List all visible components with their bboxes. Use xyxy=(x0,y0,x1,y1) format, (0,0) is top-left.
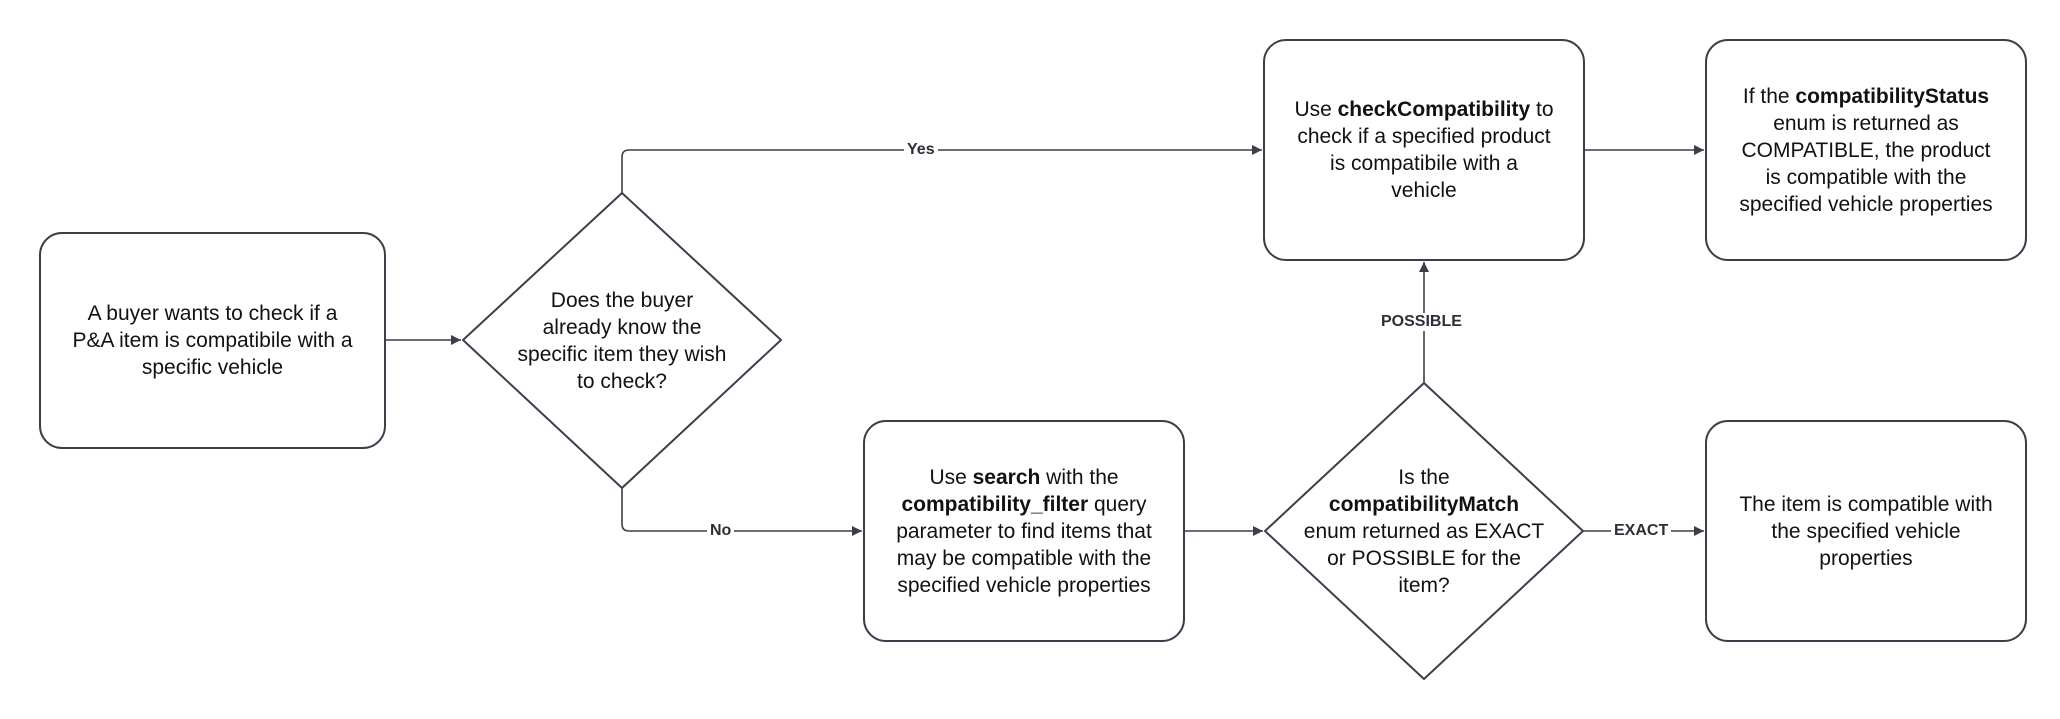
label-text: COMPATIBLE, the product xyxy=(1741,138,1991,162)
label-text: specified vehicle properties xyxy=(897,573,1151,597)
node-label-line: specific item they wish xyxy=(518,341,727,368)
compatibility-status-box xyxy=(1705,39,2027,261)
label-text: specific vehicle xyxy=(141,356,284,379)
label-text: specific item they wish xyxy=(517,342,727,366)
node-label-line: enum is returned as xyxy=(1739,110,1992,137)
node-label-line: is compatibile with a xyxy=(1294,150,1553,177)
label-text: check if a specified product xyxy=(1297,125,1551,148)
node-label-line: check if a specified product xyxy=(1294,123,1553,150)
result-compatible-box xyxy=(1705,420,2027,642)
edge-label-no: No xyxy=(707,522,735,540)
label-text: P&A item is compatibile with a xyxy=(72,329,353,352)
label-text: enum returned as EXACT xyxy=(1303,519,1545,543)
node-label-line: to check? xyxy=(518,368,727,395)
node-label: The item is compatible with the specified… xyxy=(1739,491,1992,572)
node-label-line: specified vehicle properties xyxy=(1739,191,1992,218)
node-label-line: properties xyxy=(1739,545,1992,572)
node-label-line: may be compatible with the xyxy=(896,545,1152,572)
node-label-line: COMPATIBLE, the product xyxy=(1739,137,1992,164)
label-text: vehicle xyxy=(1391,179,1457,202)
node-label-line: A buyer wants to check if a xyxy=(72,300,352,327)
edge-label-possible: POSSIBLE xyxy=(1378,313,1465,331)
node-label-line: P&A item is compatibile with a xyxy=(72,327,352,354)
label-text: Use xyxy=(1294,98,1338,121)
start-text: A buyer wants to check if a P&A item is c… xyxy=(40,233,385,448)
node-label-line: already know the xyxy=(518,314,727,341)
label-text: with the xyxy=(1040,465,1119,489)
label-text: already know the xyxy=(542,315,702,339)
api-term: compatibility_filter xyxy=(901,492,1089,516)
decision-know-item-text: Does the buyer already know the specific i… xyxy=(463,193,781,488)
label-text: properties xyxy=(1819,546,1913,570)
label-text: parameter to find items that xyxy=(896,519,1152,543)
edge-label-exact: EXACT xyxy=(1611,522,1672,540)
result-compatible-text: The item is compatible with the specified… xyxy=(1706,421,2026,641)
node-label: Does the buyer already know the specific i… xyxy=(518,287,727,395)
label-text: is compatible with the xyxy=(1765,165,1967,189)
label-text: specified vehicle properties xyxy=(1739,192,1993,216)
edge-label-yes: Yes xyxy=(904,141,938,159)
node-label-line: The item is compatible with xyxy=(1739,491,1992,518)
node-label-line: Is the xyxy=(1304,464,1544,491)
node-label-line: item? xyxy=(1304,572,1544,599)
label-text: Does the buyer xyxy=(550,288,694,312)
api-term: checkCompatibility xyxy=(1337,98,1531,121)
node-label-line: compatibilityMatch xyxy=(1304,491,1544,518)
label-text: enum is returned as xyxy=(1773,111,1959,135)
label-text: to check? xyxy=(577,369,667,393)
node-label: Is the compatibilityMatch enum returned as… xyxy=(1304,464,1544,599)
label-text: or POSSIBLE for the xyxy=(1327,546,1521,570)
node-label-line: vehicle xyxy=(1294,177,1553,204)
label-text: is compatibile with a xyxy=(1330,152,1518,175)
node-label-line: compatibility_filter query xyxy=(896,491,1152,518)
label-text: If the xyxy=(1742,84,1796,108)
api-term: search xyxy=(972,465,1041,489)
label-text: the specified vehicle xyxy=(1771,519,1961,543)
edge-yes xyxy=(621,145,1262,193)
node-label-line: Does the buyer xyxy=(518,287,727,314)
node-label-line: If the compatibilityStatus xyxy=(1739,83,1992,110)
api-term: compatibilityStatus xyxy=(1795,84,1990,108)
node-label-line: Use checkCompatibility to xyxy=(1294,96,1553,123)
label-text: The item is compatible with xyxy=(1739,492,1993,516)
label-text: Is the xyxy=(1398,465,1450,489)
decision-match-diamond xyxy=(1264,382,1584,680)
label-text: Use xyxy=(929,465,973,489)
label-text: may be compatible with the xyxy=(896,546,1152,570)
label-text: query xyxy=(1088,492,1147,516)
node-label: A buyer wants to check if a P&A item is c… xyxy=(72,300,352,381)
node-label-line: the specified vehicle xyxy=(1739,518,1992,545)
label-text: A buyer wants to check if a xyxy=(87,302,338,325)
node-label-line: is compatible with the xyxy=(1739,164,1992,191)
label-text: to xyxy=(1530,98,1554,121)
node-label-line: parameter to find items that xyxy=(896,518,1152,545)
node-label-line: enum returned as EXACT xyxy=(1304,518,1544,545)
node-label-line: or POSSIBLE for the xyxy=(1304,545,1544,572)
node-label-line: specific vehicle xyxy=(72,354,352,381)
node-label-line: specified vehicle properties xyxy=(896,572,1152,599)
api-term: compatibilityMatch xyxy=(1328,492,1520,516)
decision-match-text: Is the compatibilityMatch enum returned as… xyxy=(1265,383,1583,679)
edge-no xyxy=(621,488,862,536)
node-label-line: Use search with the xyxy=(896,464,1152,491)
label-text: item? xyxy=(1398,573,1450,597)
